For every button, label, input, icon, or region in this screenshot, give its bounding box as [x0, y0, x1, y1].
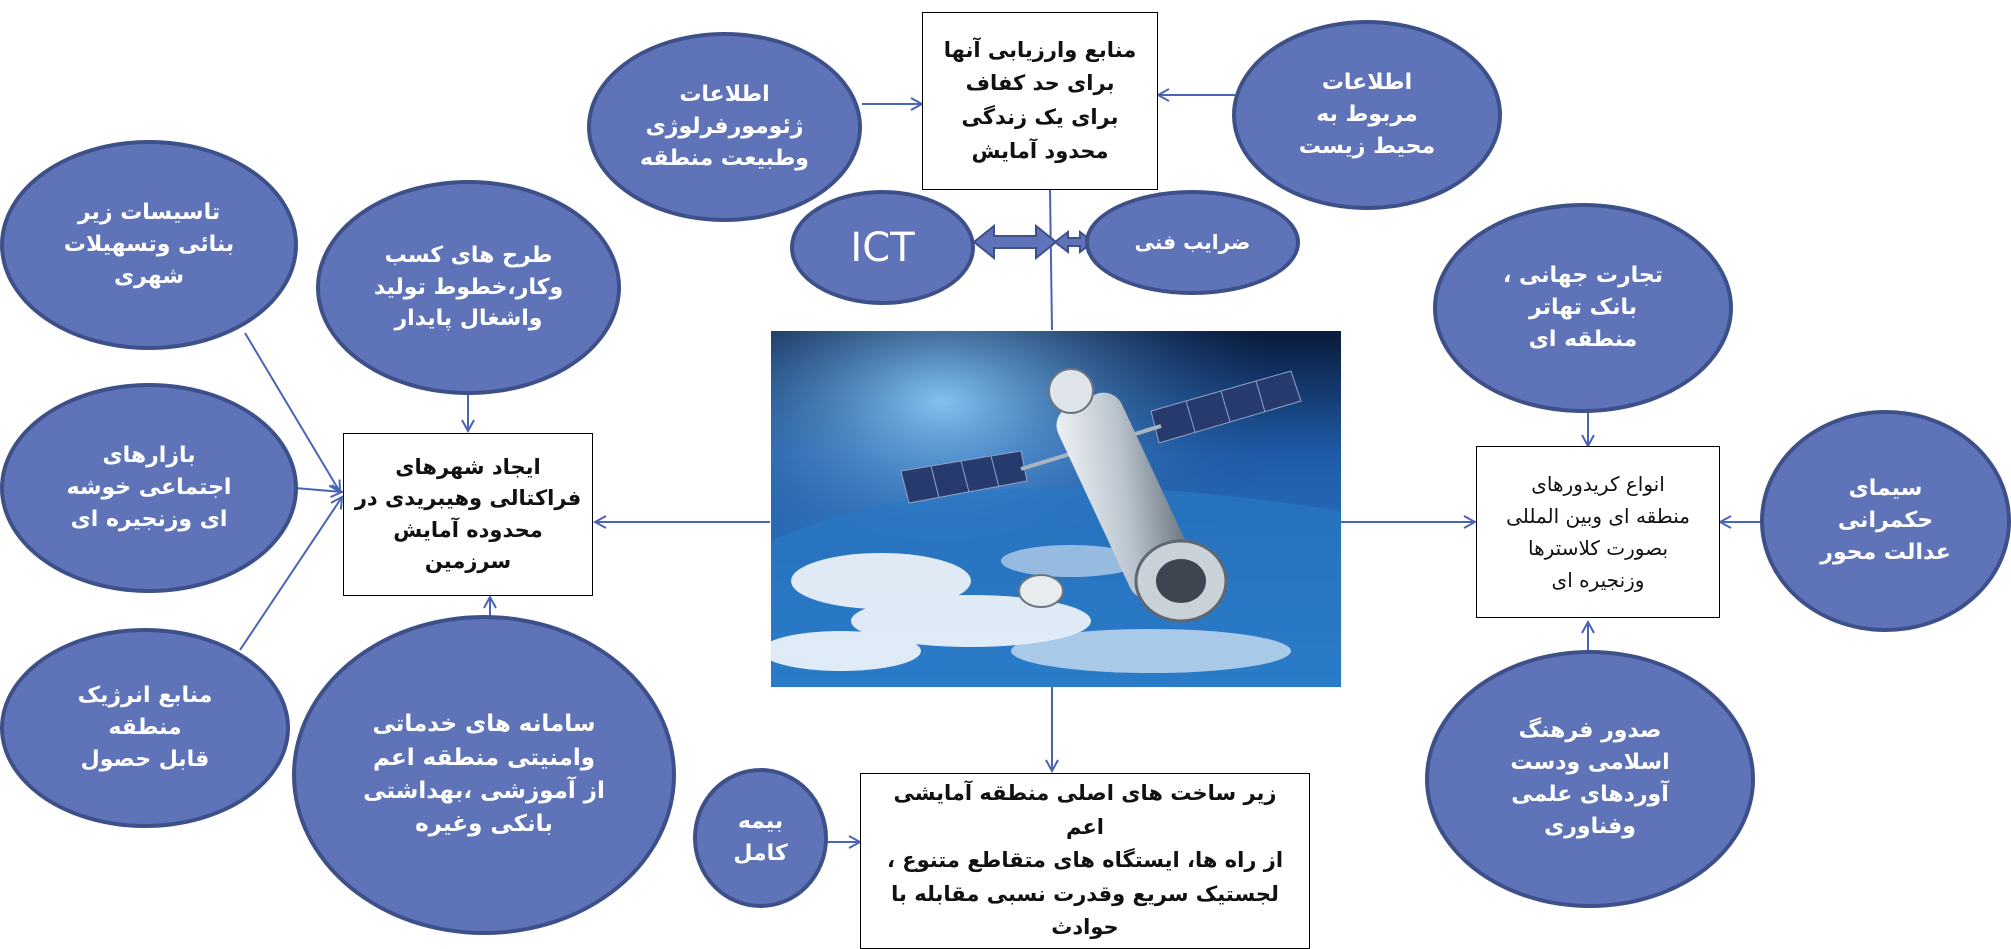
energy-resources-node: منابع انرژیک منطقه قابل حصول	[0, 628, 290, 828]
insurance-label: بیمه کامل	[733, 809, 788, 866]
ict-label: ICT	[850, 224, 915, 271]
main-infrastructure-box: زیر ساخت های اصلی منطقه آمایشی اعم از را…	[860, 773, 1310, 949]
satellite-image	[771, 331, 1341, 687]
resources-evaluation-box: منابع وارزیابی آنها برای حد کفاف برای یک…	[922, 12, 1158, 190]
culture-export-node: صدور فرهنگ اسلامی ودست آوردهای علمی وفنا…	[1425, 650, 1755, 908]
service-systems-label: سامانه های خدماتی وامنیتی منطقه اعم از آ…	[363, 711, 605, 838]
geomorphology-info-label: اطلاعات ژئومورفرلوژی وطبیعت منطقه	[640, 82, 809, 171]
environment-info-node: اطلاعات مربوط به محیط زیست	[1232, 20, 1502, 210]
arrow-markets-to-fractal	[294, 488, 342, 492]
culture-export-label: صدور فرهنگ اسلامی ودست آوردهای علمی وفنا…	[1510, 718, 1670, 839]
technical-coefficients-label: ضرایب فنی	[1134, 230, 1251, 254]
geomorphology-info-node: اطلاعات ژئومورفرلوژی وطبیعت منطقه	[587, 32, 862, 222]
energy-resources-label: منابع انرژیک منطقه قابل حصول	[77, 683, 213, 772]
business-plans-node: طرح های کسب وکار،خطوط تولید واشغال پایدا…	[316, 180, 621, 395]
business-plans-label: طرح های کسب وکار،خطوط تولید واشغال پایدا…	[373, 242, 564, 332]
insurance-node: بیمه کامل	[693, 768, 828, 908]
service-systems-node: سامانه های خدماتی وامنیتی منطقه اعم از آ…	[292, 615, 676, 935]
fractal-cities-box: ایجاد شهرهای فراکتالی وهیبریدی در محدوده…	[343, 433, 593, 596]
fractal-cities-label: ایجاد شهرهای فراکتالی وهیبریدی در محدوده…	[354, 454, 582, 574]
urban-infrastructure-node: تاسیسات زیر بنائی وتسهیلات شهری	[0, 140, 298, 350]
governance-label: سیمای حکمرانی عدالت محور	[1820, 476, 1951, 565]
global-trade-label: تجارت جهانی ، بانک تهاتر منطقه ای	[1503, 263, 1663, 352]
cloud-shapes	[771, 545, 1291, 673]
ict-node: ICT	[790, 190, 975, 305]
urban-infrastructure-label: تاسیسات زیر بنائی وتسهیلات شهری	[63, 200, 235, 289]
line-resources-to-center	[1049, 189, 1053, 331]
technical-coefficients-node: ضرایب فنی	[1085, 190, 1300, 295]
solar-panel-left	[900, 450, 1028, 504]
solar-panel-right	[1150, 370, 1302, 444]
ict-double-arrow	[972, 223, 1095, 261]
main-infrastructure-label: زیر ساخت های اصلی منطقه آمایشی اعم از را…	[886, 781, 1284, 940]
satellite-body	[1018, 368, 1228, 623]
governance-node: سیمای حکمرانی عدالت محور	[1760, 410, 2011, 632]
environment-info-label: اطلاعات مربوط به محیط زیست	[1298, 70, 1436, 159]
social-markets-node: بازارهای اجتماعی خوشه ای وزنجیره ای	[0, 383, 298, 593]
social-markets-label: بازارهای اجتماعی خوشه ای وزنجیره ای	[66, 443, 232, 532]
corridors-label: انواع کریدورهای منطقه ای وبین المللی بصو…	[1506, 472, 1690, 592]
corridors-box: انواع کریدورهای منطقه ای وبین المللی بصو…	[1476, 446, 1720, 618]
global-trade-node: تجارت جهانی ، بانک تهاتر منطقه ای	[1433, 203, 1733, 413]
resources-evaluation-label: منابع وارزیابی آنها برای حد کفاف برای یک…	[943, 37, 1137, 163]
